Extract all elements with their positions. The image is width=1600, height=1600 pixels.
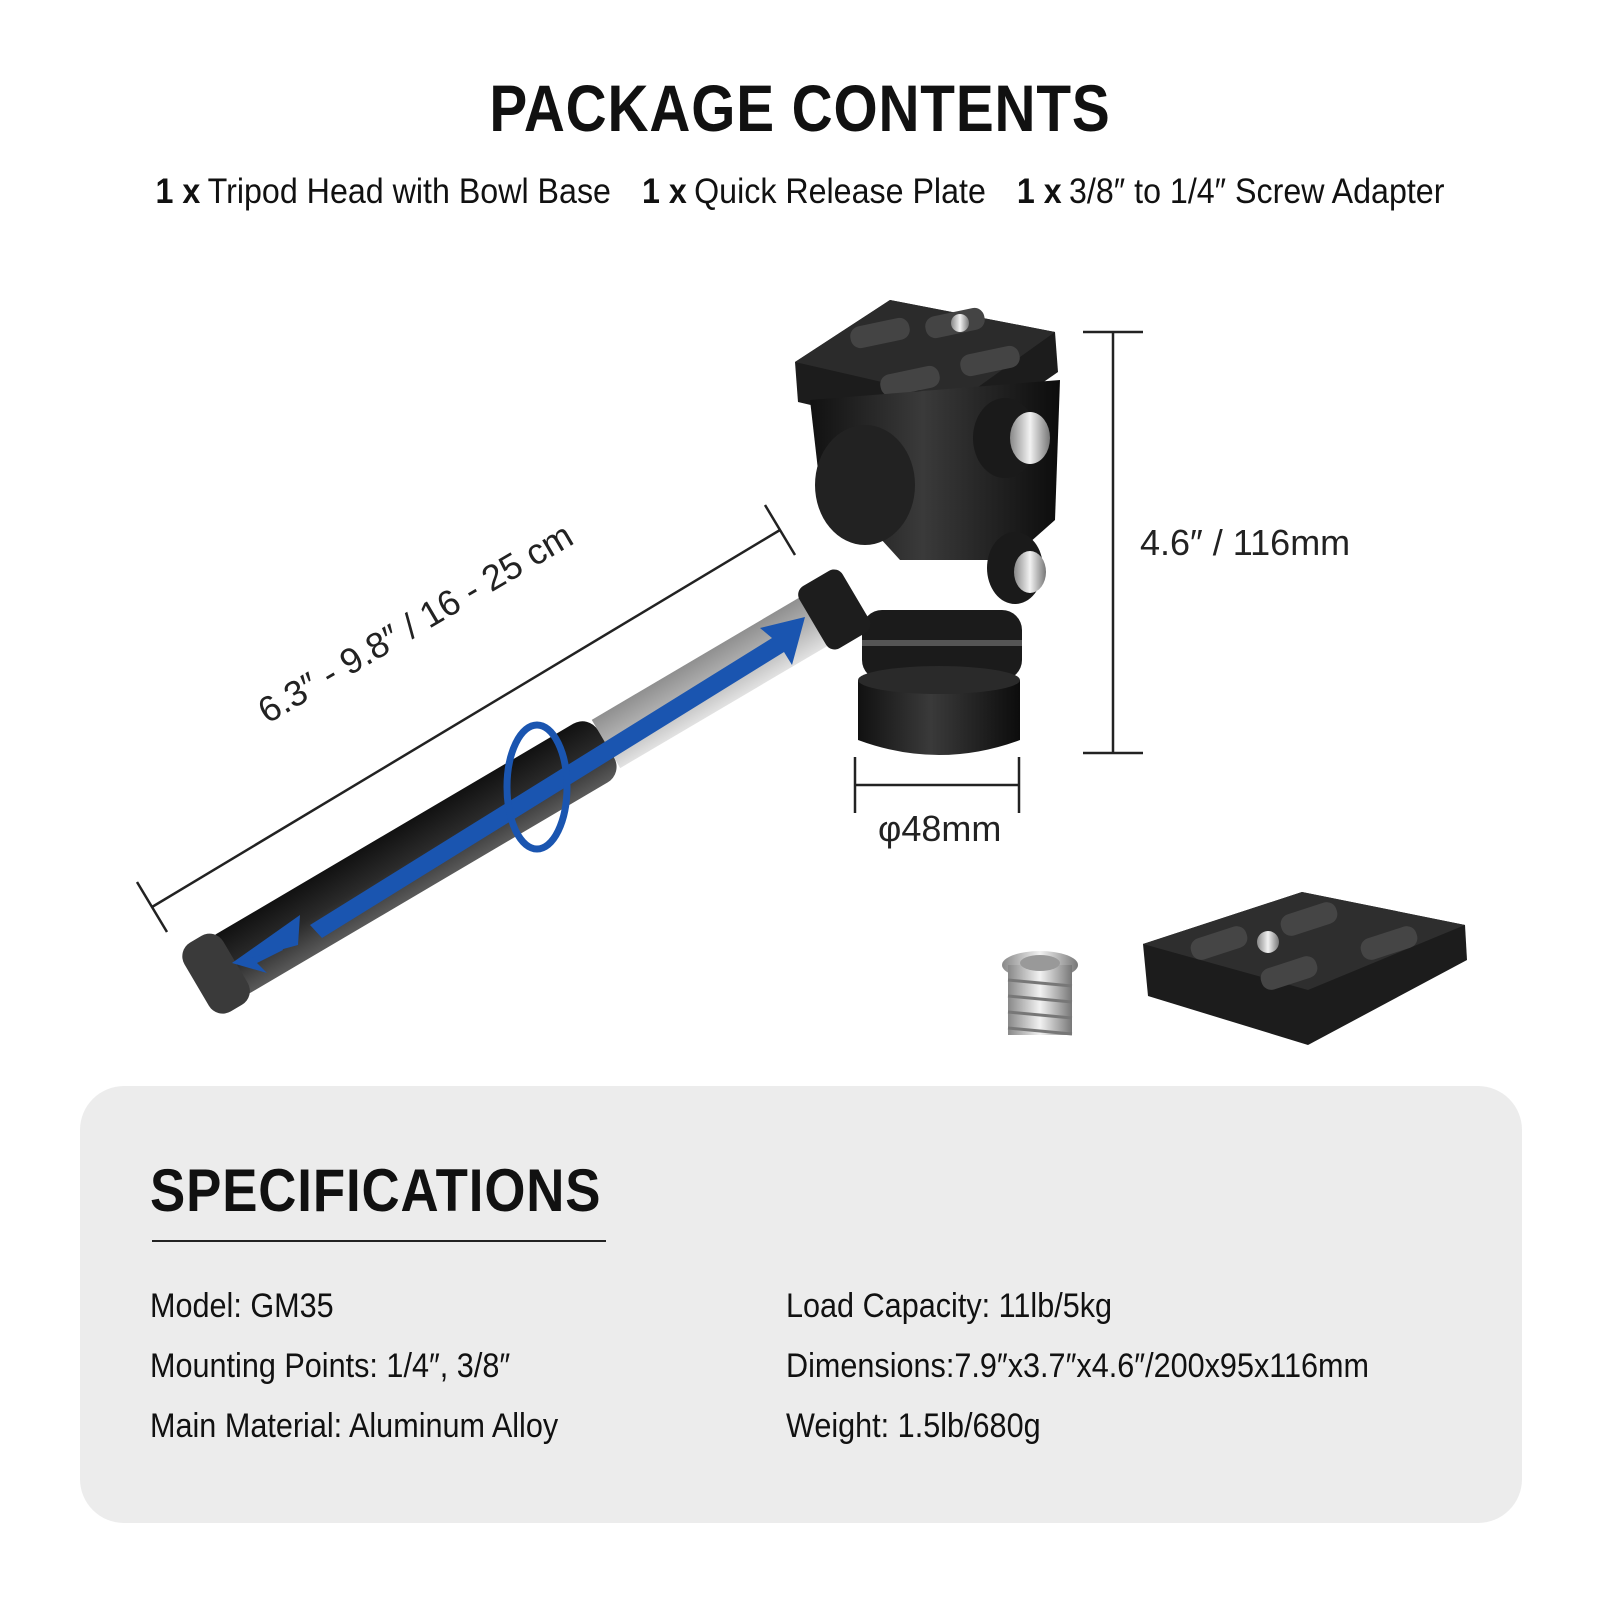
- specifications-panel: SPECIFICATIONS Model: GM35 Mounting Poin…: [80, 1086, 1522, 1523]
- tripod-head: [795, 300, 1060, 755]
- handle-length-dimension-line: [135, 504, 797, 933]
- spec-list-left: Model: GM35 Mounting Points: 1/4″, 3/8″ …: [150, 1276, 604, 1456]
- diameter-dimension-line: [853, 757, 1021, 813]
- spec-mounting-points: Mounting Points: 1/4″, 3/8″: [150, 1347, 511, 1385]
- screw-adapter: [1002, 951, 1078, 1036]
- spec-weight: Weight: 1.5lb/680g: [786, 1407, 1041, 1445]
- base-diameter-label: φ48mm: [878, 808, 1002, 849]
- extension-arrow: [232, 617, 805, 973]
- spec-list-right: Load Capacity: 11lb/5kg Dimensions:7.9″x…: [786, 1276, 1434, 1456]
- specifications-title: SPECIFICATIONS: [150, 1157, 602, 1224]
- product-illustration: [135, 300, 1467, 1045]
- spec-load-capacity: Load Capacity: 11lb/5kg: [786, 1287, 1113, 1325]
- spec-dimensions: Dimensions:7.9″x3.7″x4.6″/200x95x116mm: [786, 1347, 1370, 1385]
- height-dimension-label: 4.6″ / 116mm: [1140, 522, 1351, 563]
- specifications-divider: [152, 1240, 606, 1242]
- spec-main-material: Main Material: Aluminum Alloy: [150, 1407, 559, 1445]
- rotate-arrow-icon: [503, 721, 571, 853]
- quick-release-plate: [1143, 892, 1467, 1045]
- height-dimension-line: [1083, 330, 1143, 755]
- page-title: PACKAGE CONTENTS: [489, 71, 1111, 145]
- spec-model: Model: GM35: [150, 1287, 334, 1325]
